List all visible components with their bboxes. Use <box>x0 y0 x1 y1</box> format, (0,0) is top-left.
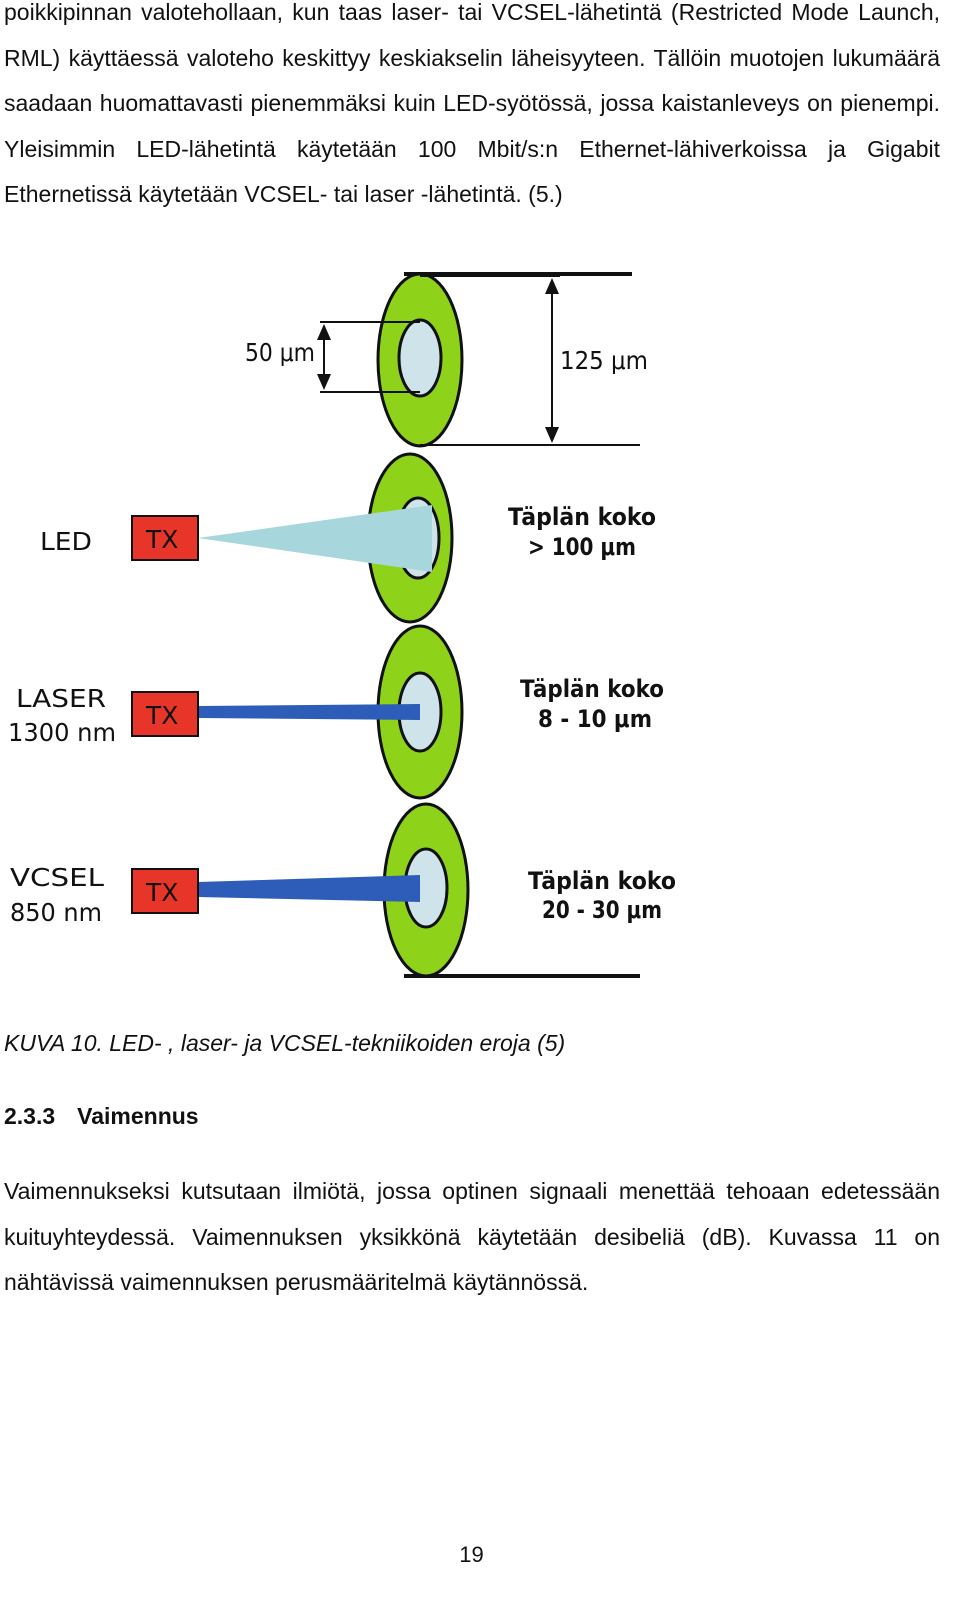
led-spot-size: > 100 μm <box>528 533 636 561</box>
fiber-launch-figure: 50 μm 125 μm TX LED Täplän koko > 100 μm… <box>8 272 676 978</box>
laser-beam <box>198 704 420 720</box>
led-tx-box <box>131 515 199 561</box>
laser-tx-box <box>131 691 199 737</box>
section-heading: 2.3.3 Vaimennus <box>4 1103 199 1130</box>
section-title: Vaimennus <box>77 1103 199 1129</box>
led-beam <box>198 505 432 572</box>
body-paragraph-bottom: Vaimennukseksi kutsutaan ilmiötä, jossa … <box>4 1178 940 1295</box>
vcsel-source-label: VCSEL <box>10 863 104 892</box>
fiber-cross-section-1 <box>376 272 464 448</box>
led-spot-label: Täplän koko <box>508 503 656 531</box>
laser-spot-size: 8 - 10 μm <box>538 705 652 733</box>
cladding-dimension <box>420 275 640 446</box>
vcsel-wavelength-label: 850 nm <box>10 898 102 927</box>
vcsel-spot-size: 20 - 30 μm <box>542 896 662 924</box>
led-source-label: LED <box>40 527 92 556</box>
laser-wavelength-label: 1300 nm <box>8 718 116 747</box>
figure-caption: KUVA 10. LED- , laser- ja VCSEL-tekniiko… <box>4 1030 566 1056</box>
section-number: 2.3.3 <box>4 1103 56 1129</box>
vcsel-tx-label: TX <box>145 878 178 907</box>
cladding-dimension-label: 125 μm <box>560 346 648 375</box>
vcsel-beam <box>198 875 420 902</box>
vcsel-spot-label: Täplän koko <box>528 867 676 895</box>
laser-tx-label: TX <box>145 701 178 730</box>
vcsel-tx-box <box>131 868 199 914</box>
laser-spot-label: Täplän koko <box>520 675 664 703</box>
core-dimension <box>317 321 420 393</box>
page-number: 19 <box>459 1542 484 1567</box>
core-dimension-label: 50 μm <box>245 338 315 367</box>
led-tx-label: TX <box>145 525 178 554</box>
laser-source-label: LASER <box>16 684 106 713</box>
body-paragraph-top: poikkipinnan valotehollaan, kun taas las… <box>4 0 940 207</box>
fiber-cross-section-vcsel <box>382 802 470 978</box>
